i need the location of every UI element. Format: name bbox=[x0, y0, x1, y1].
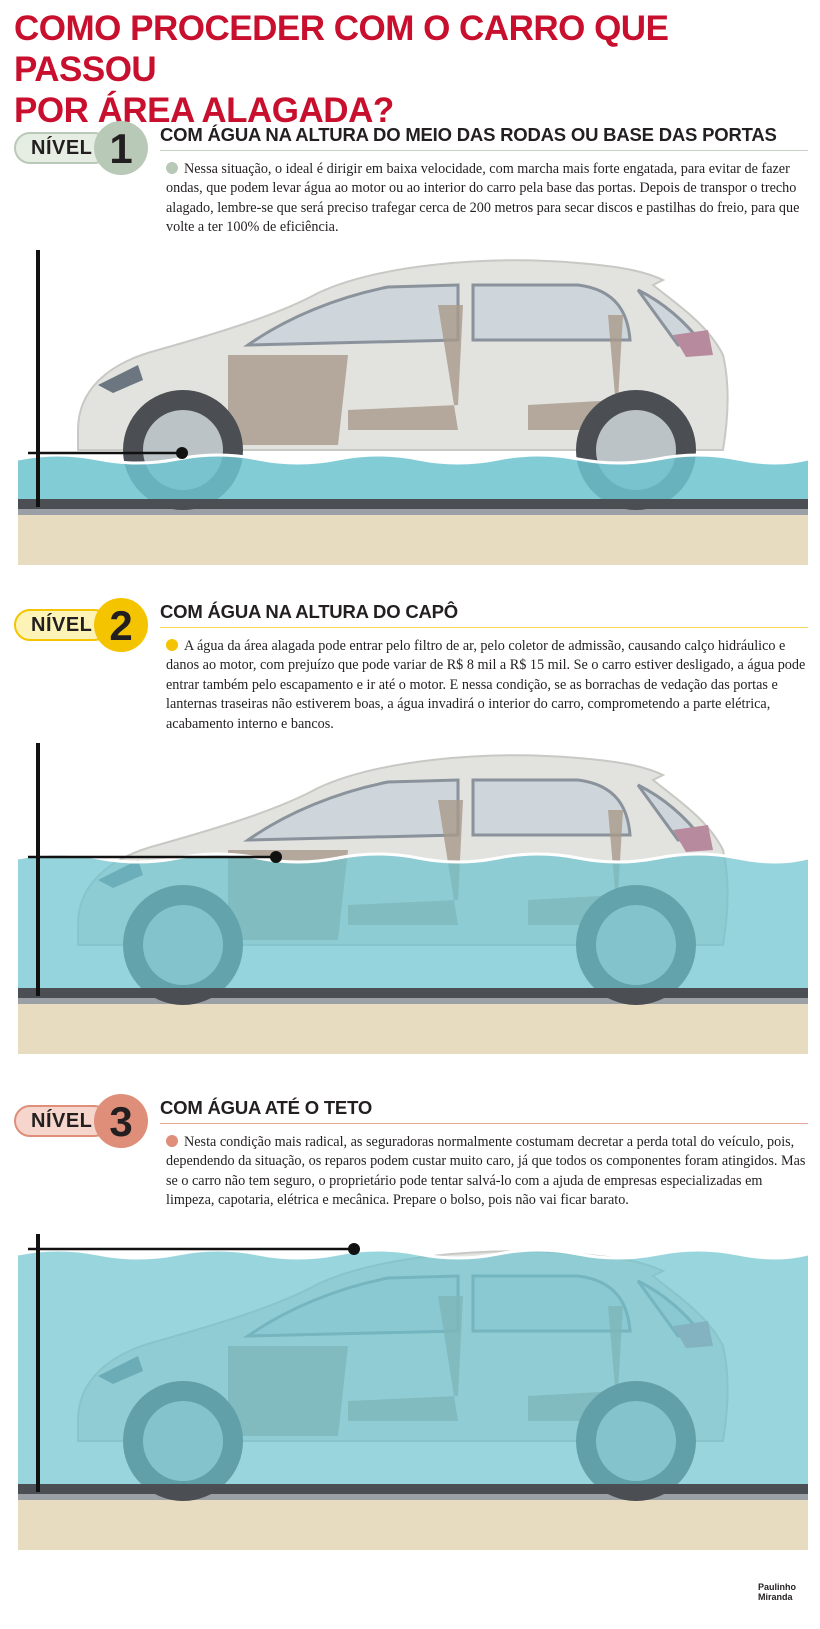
page-title-line-2: POR ÁREA ALAGADA? bbox=[14, 91, 394, 130]
level-3-body-text: Nesta condição mais radical, as segurado… bbox=[166, 1134, 806, 1209]
author-credit: Paulinho Miranda bbox=[758, 1582, 808, 1602]
level-1-number: 1 bbox=[94, 121, 148, 175]
level-1-body: Nessa situação, o ideal é dirigir em bai… bbox=[166, 160, 811, 238]
author-credit-line-1: Paulinho bbox=[758, 1582, 796, 1592]
author-credit-line-2: Miranda bbox=[758, 1592, 793, 1602]
level-2-body: A água da área alagada pode entrar pelo … bbox=[166, 637, 811, 734]
level-3-heading: COM ÁGUA ATÉ O TETO bbox=[160, 1096, 808, 1124]
level-1-heading: COM ÁGUA NA ALTURA DO MEIO DAS RODAS OU … bbox=[160, 123, 808, 151]
water-level bbox=[18, 455, 808, 499]
level-2-number: 2 bbox=[94, 598, 148, 652]
level-2-badge: NÍVEL 2 bbox=[14, 598, 154, 652]
level-3-number: 3 bbox=[94, 1094, 148, 1148]
level-3-badge: NÍVEL 3 bbox=[14, 1094, 154, 1148]
level-1-badge: NÍVEL 1 bbox=[14, 121, 154, 175]
water-level bbox=[18, 854, 808, 988]
level-3-body: Nesta condição mais radical, as segurado… bbox=[166, 1133, 811, 1211]
page-title: COMO PROCEDER COM O CARRO QUE PASSOU POR… bbox=[14, 8, 804, 131]
level-2-heading: COM ÁGUA NA ALTURA DO CAPÔ bbox=[160, 600, 808, 628]
car-illustration bbox=[77, 259, 729, 510]
level-2-bullet-icon bbox=[166, 639, 178, 651]
level-3-bullet-icon bbox=[166, 1135, 178, 1147]
level-2-body-text: A água da área alagada pode entrar pelo … bbox=[166, 638, 806, 732]
level-3-illustration bbox=[18, 1232, 808, 1552]
water-level bbox=[18, 1250, 808, 1484]
level-2-illustration bbox=[18, 740, 808, 1060]
level-1-bullet-icon bbox=[166, 162, 178, 174]
level-1-illustration bbox=[18, 245, 808, 565]
page-title-line-1: COMO PROCEDER COM O CARRO QUE PASSOU bbox=[14, 9, 669, 89]
level-1-body-text: Nessa situação, o ideal é dirigir em bai… bbox=[166, 161, 800, 236]
